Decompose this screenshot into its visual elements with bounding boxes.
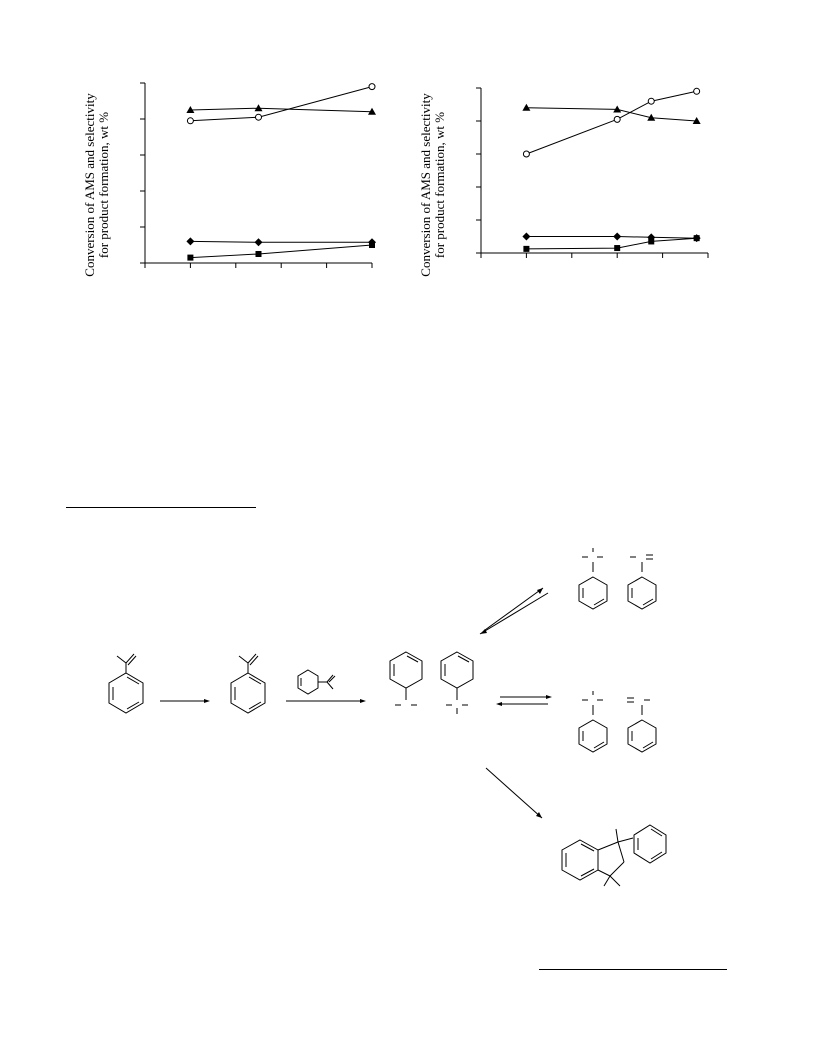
ams-reagent-structure <box>297 669 336 695</box>
indan-product-structure <box>561 824 667 887</box>
chart-2-series-diamond-line <box>526 236 697 239</box>
chart-1-plot-area <box>140 82 376 268</box>
reaction-scheme <box>108 548 667 887</box>
chart-1-point-circle-open <box>255 113 262 121</box>
chart-2-point-diamond <box>522 232 531 241</box>
footnote-rule-top <box>66 507 256 508</box>
chart-2-point-triangle <box>613 105 622 113</box>
arrowhead-indan <box>536 812 542 818</box>
chart-1-ylabel-line2: for product formation, wt % <box>96 112 111 258</box>
chart-1-series-diamond-line <box>190 240 372 243</box>
arrow-to-indan <box>485 767 543 819</box>
chart-2-ylabel-line2: for product formation, wt % <box>432 112 447 258</box>
chart-2-point-circle-open <box>693 87 701 95</box>
chart-2: Conversion of AMS and selectivity for pr… <box>418 87 709 277</box>
chart-2-series-triangle-line <box>526 107 697 122</box>
chart-2-point-triangle <box>647 113 656 121</box>
chart-1-point-triangle <box>254 104 263 112</box>
chart-2-ylabel-line1: Conversion of AMS and selectivity <box>418 93 433 277</box>
chart-1-series-square-line <box>190 244 373 259</box>
chart-1-point-square <box>187 254 194 261</box>
chart-1-series-circle-open-line <box>190 86 373 122</box>
chart-1-ylabel-line1: Conversion of AMS and selectivity <box>82 93 97 277</box>
chart-1-point-triangle <box>186 106 195 113</box>
chart-1-point-square <box>255 251 262 257</box>
dimer-cation-structure <box>389 651 474 714</box>
chart-2-point-diamond <box>613 232 622 241</box>
chart-2-point-square <box>648 238 655 245</box>
chart-1-point-triangle <box>368 107 376 115</box>
activated-ams-structure <box>230 653 266 714</box>
arrowhead-2 <box>360 699 366 703</box>
chart-2-point-circle-open <box>647 97 655 105</box>
ams-monomer-structure <box>108 653 144 714</box>
chart-2-point-circle-open <box>522 150 530 158</box>
footnote-rule-bottom <box>539 969 727 970</box>
chart-2-series-square-line <box>526 237 697 250</box>
equilibrium-arrows-middle <box>496 695 552 706</box>
chart-2-series-circle-open-line <box>526 90 697 155</box>
chart-2-point-triangle <box>692 117 701 124</box>
arrowhead-1 <box>204 699 210 703</box>
middle-dimer-product-structure <box>578 691 657 753</box>
chart-2-point-square <box>523 245 530 252</box>
chart-2-plot-area <box>476 87 709 258</box>
chart-1-point-circle-open <box>368 83 376 91</box>
chart-1-point-square <box>369 242 375 248</box>
chart-1-point-diamond <box>254 238 263 247</box>
chart-1: Conversion of AMS and selectivity for pr… <box>82 82 376 277</box>
chart-2-point-triangle <box>522 103 531 111</box>
chart-1-point-diamond <box>186 237 195 246</box>
chart-2-point-square <box>614 245 621 252</box>
chart-2-point-square <box>693 235 700 242</box>
upper-dimer-product-structure <box>578 548 657 610</box>
chart-2-point-circle-open <box>613 115 621 123</box>
chart-1-point-circle-open <box>186 117 194 125</box>
equilibrium-arrows-upper <box>479 587 549 635</box>
